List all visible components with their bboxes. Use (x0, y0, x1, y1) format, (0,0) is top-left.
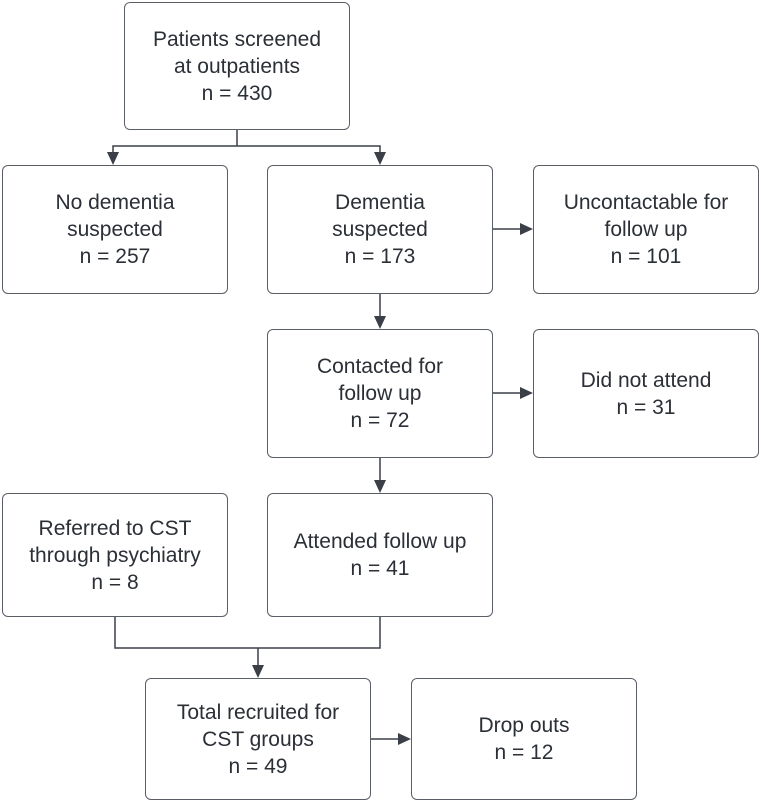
node-dementia-suspected: Dementia suspected n = 173 (267, 165, 493, 294)
node-line: n = 8 (91, 570, 139, 594)
node-line: Did not attend (580, 368, 712, 392)
edge-merge-total (114, 617, 381, 671)
node-line: Drop outs (478, 714, 570, 737)
node-line: Referred to CST (38, 516, 192, 540)
node-line: n = 41 (350, 557, 410, 580)
arrowhead-dementia (374, 152, 386, 165)
arrowhead-contacted (374, 316, 386, 329)
arrowhead-dropouts (398, 733, 411, 745)
node-line: n = 12 (494, 741, 554, 764)
node-line: Patients screened (152, 27, 322, 51)
node-drop-outs: Drop outs n = 12 (411, 678, 637, 800)
node-line: n = 49 (228, 754, 288, 778)
node-uncontactable: Uncontactable for follow up n = 101 (533, 165, 759, 294)
node-line: Uncontactable for (563, 191, 729, 214)
node-line: n = 257 (79, 245, 151, 268)
node-total-recruited: Total recruited for CST groups n = 49 (145, 678, 371, 800)
node-line: n = 173 (344, 245, 416, 268)
node-line: n = 72 (350, 409, 410, 432)
edge-screened-split (112, 130, 381, 158)
node-line: Attended follow up (293, 530, 467, 553)
node-line: follow up (338, 382, 422, 405)
node-line: n = 430 (201, 81, 273, 105)
node-did-not-attend: Did not attend n = 31 (533, 329, 759, 458)
node-line: through psychiatry (29, 543, 201, 567)
node-attended-follow-up: Attended follow up n = 41 (267, 493, 493, 617)
node-referred-to-cst: Referred to CST through psychiatry n = 8 (2, 493, 228, 617)
node-line: follow up (604, 218, 688, 241)
node-line: at outpatients (173, 54, 301, 78)
node-line: n = 31 (616, 395, 676, 419)
node-line: Contacted for (316, 355, 444, 378)
node-contacted-for-follow-up: Contacted for follow up n = 72 (267, 329, 493, 458)
node-line: No dementia (55, 191, 175, 214)
arrowhead-did-not-attend (520, 387, 533, 399)
node-line: Total recruited for (176, 700, 340, 724)
node-line: CST groups (202, 727, 314, 751)
node-line: n = 101 (610, 245, 682, 268)
arrowhead-attended (374, 480, 386, 493)
arrowhead-uncontactable (520, 223, 533, 235)
arrowhead-total (252, 665, 264, 678)
node-line: suspected (332, 218, 428, 241)
node-patients-screened: Patients screened at outpatients n = 430 (124, 2, 350, 130)
node-line: Dementia (335, 191, 425, 214)
node-line: suspected (67, 218, 163, 241)
arrowhead-no-dementia (107, 152, 119, 165)
node-no-dementia-suspected: No dementia suspected n = 257 (2, 165, 228, 294)
